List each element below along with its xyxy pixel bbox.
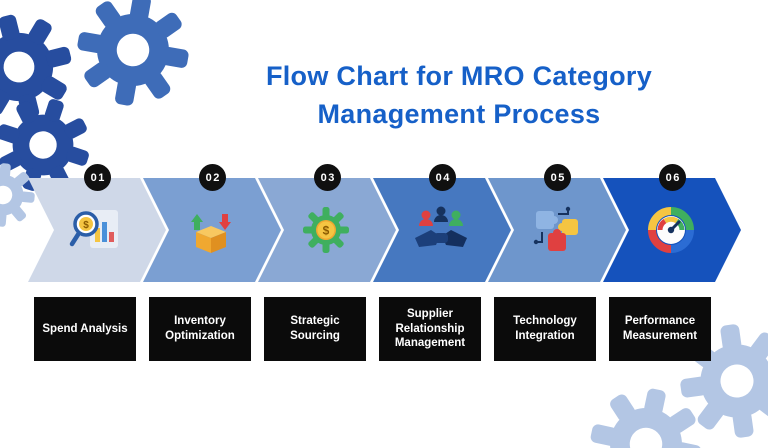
flow-step-inventory-optimization: 02 [143, 164, 281, 282]
technology-integration-icon [528, 202, 584, 258]
step-label-technology-integration: Technology Integration [494, 297, 596, 361]
step-number-badge: 04 [429, 164, 456, 191]
flow-step-performance-measurement: 06 [603, 164, 741, 282]
step-number-badge: 03 [314, 164, 341, 191]
inventory-optimization-icon [183, 202, 239, 258]
step-label-spend-analysis: Spend Analysis [34, 297, 136, 361]
strategic-sourcing-icon: $ [298, 202, 354, 258]
page-title-line1: Flow Chart for MRO Category [265, 61, 653, 91]
flow-step-technology-integration: 05 [488, 164, 626, 282]
page-title-line2: Management Process [317, 98, 601, 129]
flow-step-strategic-sourcing: 03 $ [258, 164, 396, 282]
step-label-strategic-sourcing: Strategic Sourcing [264, 297, 366, 361]
supplier-relationship-icon [413, 202, 469, 258]
step-number-badge: 06 [659, 164, 686, 191]
svg-text:$: $ [83, 220, 89, 231]
flow-step-spend-analysis: 01 $ [28, 164, 166, 282]
step-label-inventory-optimization: Inventory Optimization [149, 297, 251, 361]
step-number-badge: 01 [84, 164, 111, 191]
step-number-badge: 02 [199, 164, 226, 191]
flow-step-supplier-relationship: 04 [373, 164, 511, 282]
performance-measurement-icon [643, 202, 699, 258]
step-label-performance-measurement: Performance Measurement [609, 297, 711, 361]
page-title: Flow Chart for MRO Category Management P… [160, 58, 758, 134]
spend-analysis-icon: $ [68, 202, 124, 258]
svg-text:$: $ [323, 224, 330, 238]
step-label-supplier-relationship: Supplier Relationship Management [379, 297, 481, 361]
step-number-badge: 05 [544, 164, 571, 191]
